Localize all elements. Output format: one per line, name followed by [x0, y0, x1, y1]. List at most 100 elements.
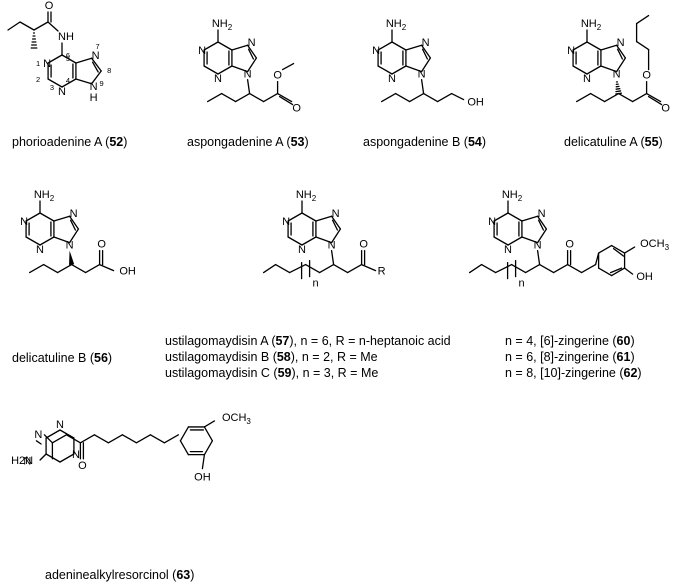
nitrogen-label: N	[332, 208, 340, 220]
purine-bond	[420, 44, 432, 59]
amine-label: NH2	[296, 189, 317, 203]
atom-label: N	[90, 81, 98, 93]
purine-bond	[315, 236, 333, 244]
bond	[510, 263, 527, 274]
hydroxyl-label: OH	[119, 266, 136, 278]
bond	[480, 263, 497, 274]
bond	[524, 263, 541, 274]
double-bond	[91, 61, 99, 73]
amine-label: NH2	[581, 18, 602, 32]
atom-label: N	[34, 429, 42, 441]
double-bond	[247, 48, 255, 60]
nitrogen-label: N	[248, 37, 256, 49]
double-bond	[647, 95, 663, 106]
atom-label: N	[72, 449, 80, 461]
purine-bond	[59, 453, 75, 463]
amine-label: NH2	[212, 18, 233, 32]
purine-bond	[521, 236, 539, 244]
atom-label: O	[97, 239, 106, 251]
purine-bond	[301, 236, 317, 246]
bond	[408, 92, 425, 103]
bond	[394, 92, 411, 103]
nitrogen-label: N	[388, 73, 396, 85]
purine-bond	[53, 236, 71, 244]
alkyl-chain	[121, 434, 138, 444]
bond	[84, 263, 101, 274]
bond	[566, 263, 583, 274]
purine-bond	[600, 65, 618, 73]
nitrogen-label: N	[66, 240, 74, 252]
bond	[332, 263, 349, 274]
bond	[234, 92, 251, 103]
purine-bond	[61, 54, 77, 64]
purine-bond	[231, 65, 249, 73]
nitrogen-label: N	[567, 45, 575, 57]
alkyl-chain	[163, 434, 180, 444]
bond	[631, 92, 648, 103]
bond	[422, 92, 439, 103]
amine-label: NH2	[386, 18, 407, 32]
nitrogen-label: N	[617, 37, 625, 49]
bond	[330, 249, 335, 266]
purine-bond	[572, 65, 588, 75]
purine-bond	[521, 215, 539, 222]
bond	[262, 92, 279, 103]
bond	[380, 92, 397, 103]
nitrogen-label: N	[372, 45, 380, 57]
purine-bond	[615, 57, 627, 73]
bond	[304, 263, 321, 274]
caption-60: n = 4, [6]-zingerine (60)	[505, 334, 635, 348]
bond	[536, 249, 541, 266]
repeat-index: n	[313, 278, 319, 290]
bond	[580, 263, 597, 274]
purine-bond	[61, 78, 77, 88]
purine-bond	[391, 41, 407, 51]
bond	[420, 78, 425, 95]
purine-bond	[47, 54, 63, 64]
nitrogen-label: N	[36, 244, 44, 256]
caption-52: phorioadenine A (52)	[12, 135, 128, 149]
caption-56: delicatuline B (56)	[12, 351, 113, 365]
purine-bond	[25, 212, 41, 222]
double-bond	[331, 219, 339, 231]
purine-bond	[493, 212, 509, 222]
bond	[635, 14, 650, 25]
atom-label: N	[23, 455, 31, 467]
repeat-index: n	[519, 278, 525, 290]
atom-label: O	[292, 103, 301, 115]
bond	[288, 263, 307, 274]
caption-54: aspongadenine B (54)	[363, 135, 487, 149]
alkyl-chain	[79, 434, 96, 444]
atom-label: O	[661, 103, 670, 115]
bond	[450, 92, 465, 101]
bond	[98, 263, 115, 272]
nitrogen-label: N	[418, 69, 426, 81]
caption-58: ustilagomaydisin B (58), n = 2, R = Me	[165, 350, 378, 364]
nitrogen-label: N	[298, 244, 306, 256]
double-bond	[537, 219, 545, 231]
ring-number: 8	[107, 66, 111, 75]
bond	[623, 246, 636, 254]
bond	[7, 21, 21, 31]
hydrogen-label: H	[90, 92, 98, 104]
bond	[28, 263, 45, 274]
purine-bond	[246, 57, 258, 73]
bond	[346, 263, 363, 274]
purine-bond	[217, 41, 233, 51]
bond	[274, 263, 291, 274]
atom-label: O	[78, 460, 87, 472]
atom-label: N	[58, 86, 66, 98]
purine-bond	[391, 65, 407, 75]
bond	[56, 263, 73, 274]
ring-number: 6	[66, 51, 70, 60]
methoxy-label: OCH3	[222, 412, 251, 426]
bond	[318, 263, 335, 274]
nitrogen-label: N	[244, 69, 252, 81]
purine-bond	[287, 236, 303, 246]
ring-bond	[610, 267, 626, 277]
hydroxyl-label: OH	[467, 97, 484, 109]
caption-59: ustilagomaydisin C (59), n = 3, R = Me	[165, 366, 379, 380]
nitrogen-label: N	[534, 240, 542, 252]
bond	[203, 420, 216, 428]
